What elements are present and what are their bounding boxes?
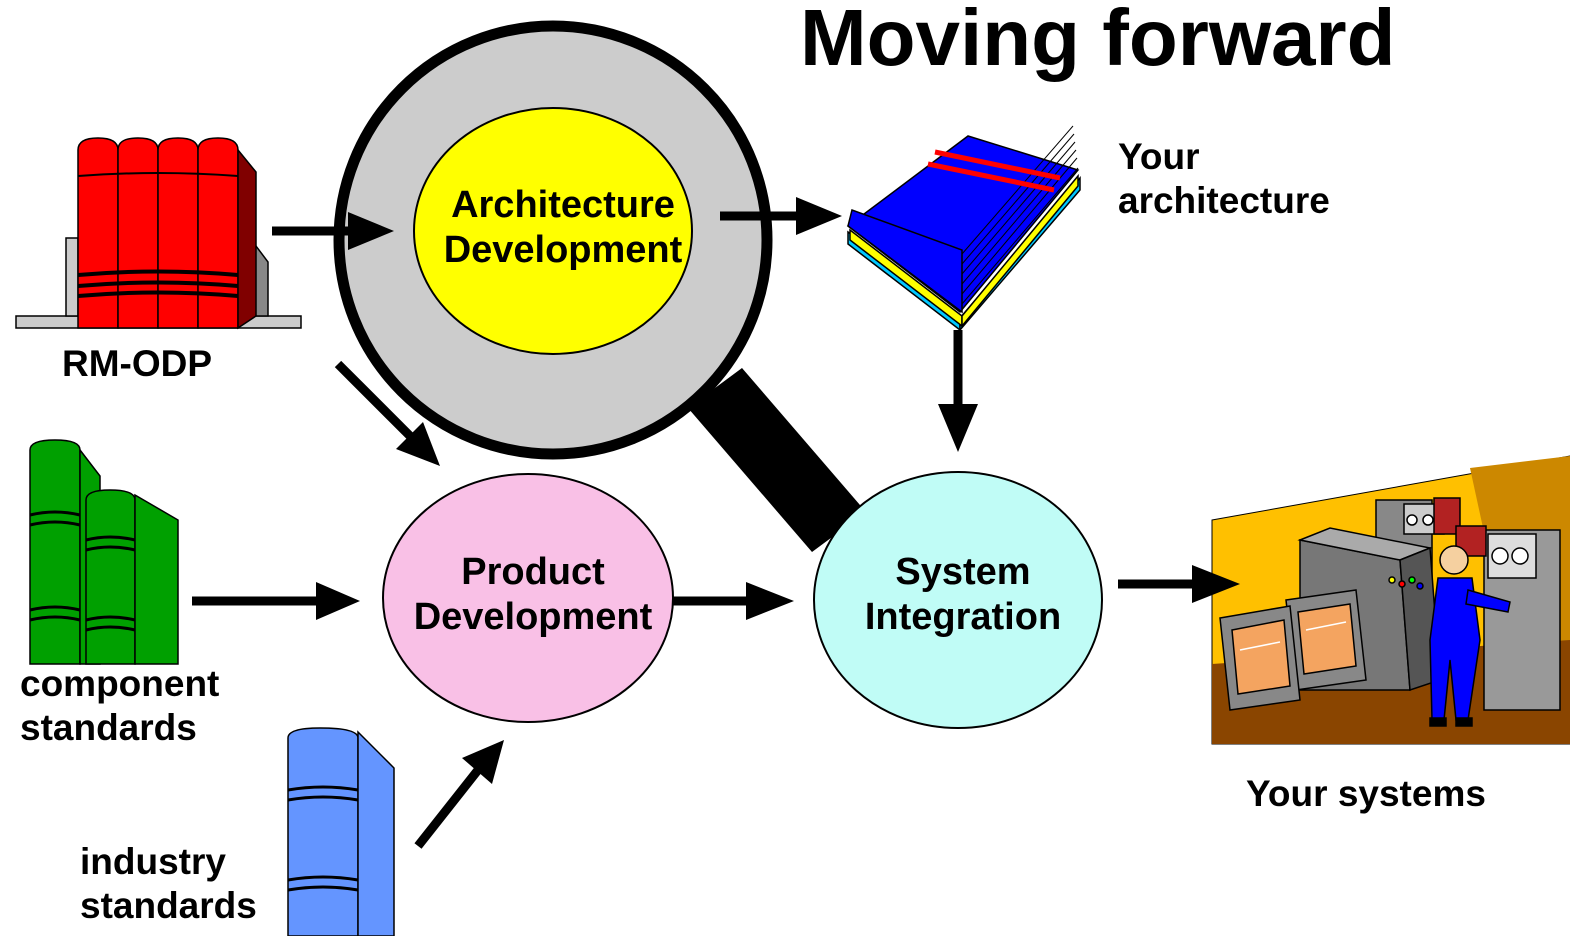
arrow-book-to-system [938,330,978,452]
your-architecture-line-1: Your [1118,136,1200,177]
system-integration-label: System Integration [810,550,1116,640]
computer-room-illustration [1211,455,1570,745]
arrow-architecture-to-book [720,197,842,235]
arrow-component-to-product [192,582,360,620]
component-standards-label: component standards [20,662,219,749]
arrow-product-to-system [672,582,794,620]
arrow-industry-to-product [414,740,504,849]
architecture-book-icon [846,125,1081,333]
product-development-line-2: Development [413,595,653,638]
your-architecture-line-2: architecture [1118,179,1330,221]
rm-odp-books-icon [15,137,302,330]
industry-standards-book-icon [287,727,395,936]
component-standards-line-1: component [20,663,220,704]
product-development-label: Product Development [380,550,686,640]
architecture-development-label: Architecture Development [410,183,716,273]
architecture-development-line-1: Architecture [451,184,675,226]
arrows [192,197,1240,849]
arrow-system-to-systems [1118,565,1240,603]
system-integration-line-2: Integration [864,595,1062,638]
system-integration-line-1: System [895,551,1031,593]
arrow-rmodp-to-architecture [272,212,394,250]
page-title: Moving forward [800,0,1396,82]
industry-standards-line-2: standards [80,884,257,926]
industry-standards-line-1: industry [80,841,226,882]
product-development-line-1: Product [461,551,605,593]
system-integration-node [813,471,1103,729]
arrow-rmodp-to-product [334,360,440,466]
your-systems-label: Your systems [1246,773,1486,814]
your-architecture-label: Your architecture [1118,135,1330,222]
rm-odp-label: RM-ODP [62,343,213,384]
component-standards-books-icon [29,439,179,665]
component-standards-line-2: standards [20,706,197,748]
industry-standards-label: industry standards [80,840,257,927]
architecture-development-line-2: Development [443,228,683,271]
architecture-development-node [413,107,693,355]
